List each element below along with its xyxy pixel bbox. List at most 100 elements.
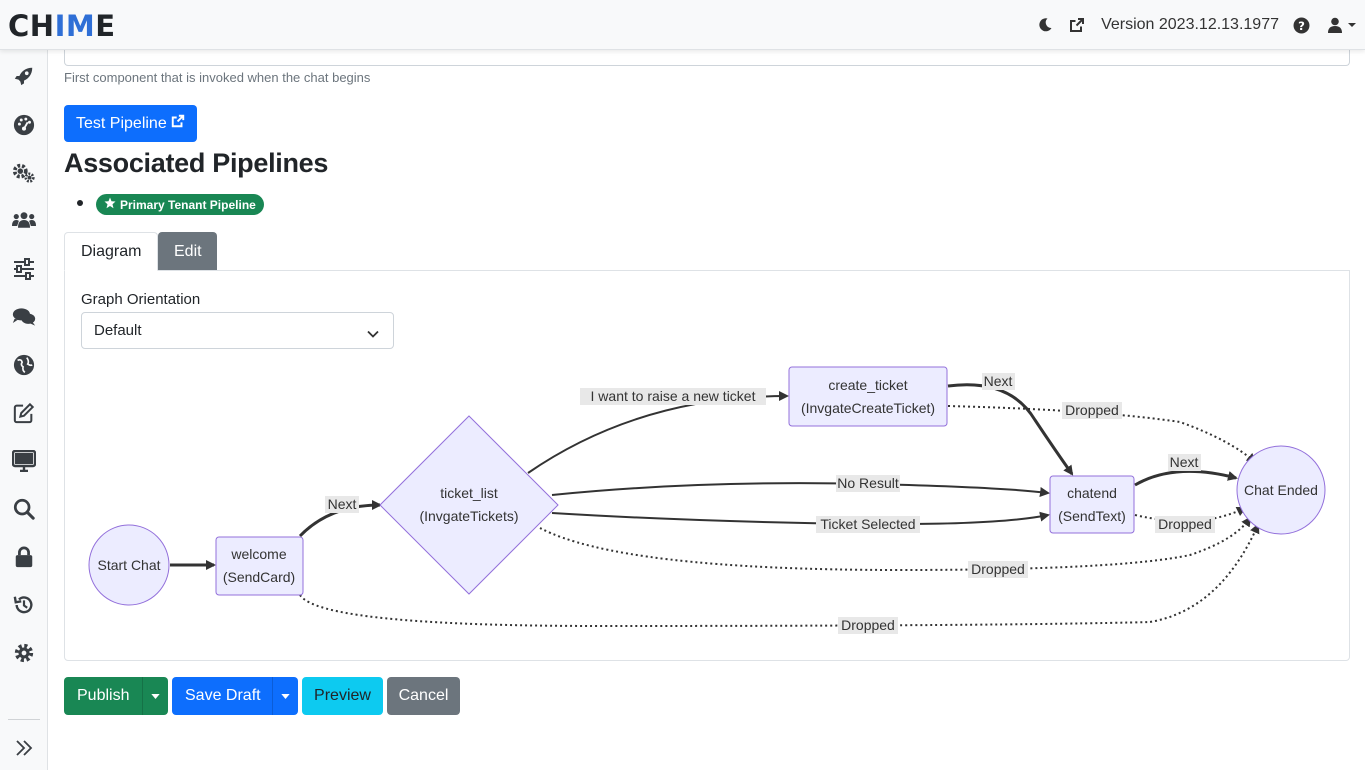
tab-diagram-label: Diagram: [81, 242, 142, 260]
star-icon: [104, 197, 116, 212]
edge-label-ticket-selected: Ticket Selected: [816, 516, 920, 533]
edge-label-text: Ticket Selected: [820, 516, 915, 532]
graph-orientation-select[interactable]: Default: [81, 312, 394, 349]
edge-ticket-selected: [551, 511, 1050, 526]
node-chat-ended[interactable]: Chat Ended: [1236, 445, 1326, 535]
top-navbar: CHIME Version 2023.12.13.1977 ?: [0, 0, 1365, 50]
external-link-icon[interactable]: [1067, 15, 1087, 35]
save-draft-split-button: Save Draft: [172, 677, 298, 715]
tab-diagram[interactable]: Diagram: [64, 232, 158, 271]
edge-label-create-dropped: Dropped: [1062, 402, 1122, 419]
edge-label-text: No Result: [837, 475, 899, 491]
save-draft-button[interactable]: Save Draft: [172, 677, 272, 715]
edit-icon[interactable]: [12, 401, 36, 425]
test-pipeline-label: Test Pipeline: [76, 114, 167, 132]
edge-label-text: Next: [1170, 454, 1199, 470]
edge-label-ticketlist-dropped: Dropped: [968, 561, 1028, 578]
edge-label-text: Dropped: [971, 561, 1025, 577]
external-link-icon: [171, 114, 185, 133]
double-chevron-right-icon[interactable]: [12, 736, 36, 760]
publish-button[interactable]: Publish: [64, 677, 142, 715]
edge-welcome-dropped: [299, 523, 1260, 628]
graph-orientation-label: Graph Orientation: [81, 291, 201, 308]
node-create-ticket[interactable]: create_ticket (InvgateCreateTicket): [788, 366, 948, 427]
edge-label-text: Dropped: [1158, 516, 1212, 532]
edge-label-no-result: No Result: [836, 475, 900, 492]
search-icon[interactable]: [12, 497, 36, 521]
logo-text-im: IM: [54, 9, 96, 43]
gears-icon[interactable]: [12, 161, 36, 185]
sliders-icon[interactable]: [12, 257, 36, 281]
save-draft-label: Save Draft: [185, 687, 261, 704]
svg-text:?: ?: [1298, 18, 1305, 32]
chevron-down-icon: [367, 325, 379, 342]
edge-create-next: [947, 383, 1074, 476]
gear-icon[interactable]: [12, 641, 36, 665]
edge-label-chatend-next: Next: [1168, 454, 1201, 471]
caret-down-icon[interactable]: [1345, 15, 1359, 35]
first-component-help: First component that is invoked when the…: [64, 70, 371, 85]
edge-label-text: Next: [984, 373, 1013, 389]
node-label: Chat Ended: [1244, 482, 1318, 498]
sidebar-divider: [8, 719, 40, 720]
globe-icon[interactable]: [12, 353, 36, 377]
chime-logo[interactable]: CHIME: [8, 10, 116, 42]
node-type-label: (InvgateTickets): [419, 508, 518, 524]
caret-down-icon: [151, 693, 160, 699]
edge-label-chatend-dropped: Dropped: [1155, 516, 1215, 533]
lock-icon[interactable]: [12, 545, 36, 569]
monitor-icon[interactable]: [12, 449, 36, 473]
publish-label: Publish: [77, 687, 130, 704]
associated-pipelines-title: Associated Pipelines: [64, 148, 329, 178]
edge-create-dropped: [947, 405, 1257, 464]
node-start-chat[interactable]: Start Chat: [88, 524, 170, 606]
node-type-label: (SendText): [1058, 508, 1126, 524]
rocket-icon[interactable]: [12, 64, 36, 88]
question-circle-icon[interactable]: ?: [1291, 15, 1311, 35]
node-label: welcome: [230, 546, 286, 562]
primary-tenant-badge: Primary Tenant Pipeline: [96, 194, 264, 215]
edge-ticketlist-dropped: [539, 516, 1252, 572]
badge-label: Primary Tenant Pipeline: [120, 197, 256, 212]
edge-label-text: I want to raise a new ticket: [591, 388, 756, 404]
node-ticket-list[interactable]: ticket_list (InvgateTickets): [379, 415, 559, 595]
moon-icon[interactable]: [1035, 15, 1055, 35]
test-pipeline-button[interactable]: Test Pipeline: [64, 105, 197, 142]
publish-dropdown-toggle[interactable]: [142, 677, 168, 715]
edge-chatend-next: [1134, 470, 1238, 487]
chat-icon[interactable]: [12, 305, 36, 329]
tab-edit-label: Edit: [174, 242, 202, 260]
node-type-label: (InvgateCreateTicket): [801, 400, 935, 416]
node-label: Start Chat: [97, 557, 160, 573]
logo-text-e: E: [95, 9, 116, 43]
graph-orientation-value: Default: [94, 322, 142, 339]
users-icon[interactable]: [12, 208, 36, 232]
cancel-button[interactable]: Cancel: [387, 677, 460, 715]
dashboard-icon[interactable]: [12, 113, 36, 137]
logo-text-ch: CH: [8, 9, 55, 43]
history-icon[interactable]: [12, 593, 36, 617]
edge-no-result: [551, 482, 1050, 497]
edge-label-welcome-dropped: Dropped: [838, 617, 898, 634]
node-welcome[interactable]: welcome (SendCard): [215, 536, 304, 596]
edge-label-text: Next: [328, 496, 357, 512]
tab-edit[interactable]: Edit: [158, 232, 217, 271]
edge-label-text: Dropped: [1065, 402, 1119, 418]
sidebar: [0, 50, 48, 770]
node-label: create_ticket: [828, 377, 907, 393]
node-label: chatend: [1067, 485, 1117, 501]
edge-label-welcome-next: Next: [325, 496, 359, 513]
node-label: ticket_list: [440, 485, 498, 501]
node-type-label: (SendCard): [223, 569, 295, 585]
version-text: Version 2023.12.13.1977: [1101, 16, 1279, 33]
edge-label-raise-ticket: I want to raise a new ticket: [580, 388, 766, 405]
node-chatend[interactable]: chatend (SendText): [1049, 475, 1135, 534]
save-draft-dropdown-toggle[interactable]: [272, 677, 298, 715]
edge-label-text: Dropped: [841, 617, 895, 633]
user-icon[interactable]: [1325, 15, 1345, 35]
preview-button[interactable]: Preview: [302, 677, 383, 715]
cancel-label: Cancel: [398, 687, 449, 704]
edge-label-create-next: Next: [982, 373, 1015, 390]
caret-down-icon: [281, 693, 290, 699]
